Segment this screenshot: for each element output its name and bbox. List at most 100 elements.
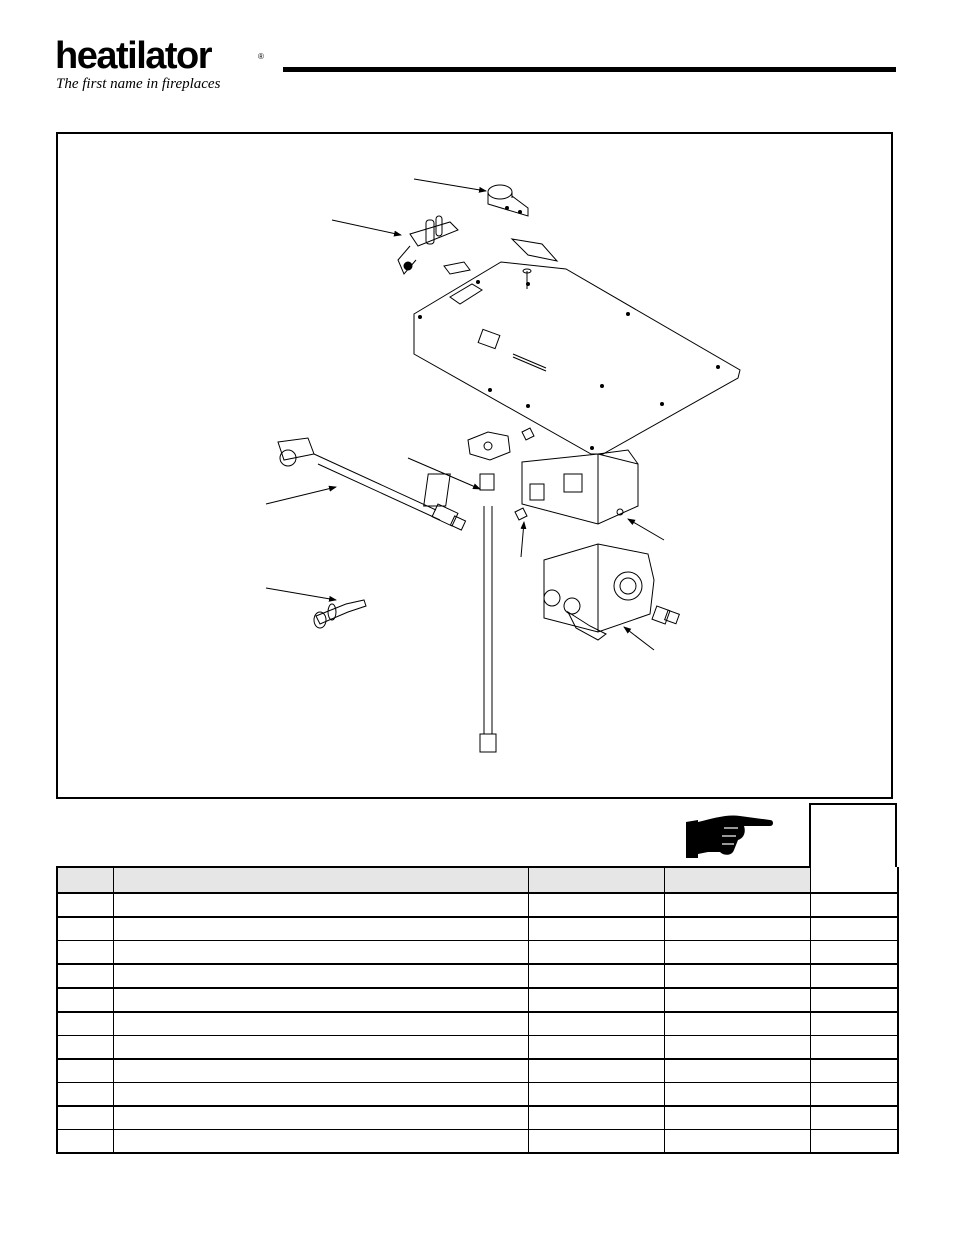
table-row (56, 916, 899, 941)
cell-part-b (663, 963, 811, 989)
cell-part-a (527, 1129, 665, 1154)
table-row (56, 1058, 899, 1083)
registered-mark: ® (258, 52, 264, 61)
cell-extra (809, 940, 899, 965)
cell-description (112, 1035, 529, 1060)
cell-description (112, 963, 529, 989)
cell-extra (809, 1035, 899, 1060)
cell-extra (809, 1082, 899, 1107)
cell-part-b (663, 1058, 811, 1083)
cell-description (112, 1011, 529, 1036)
cell-extra (809, 1011, 899, 1036)
fitting (651, 605, 680, 625)
header-rule (283, 67, 896, 72)
cell-part-a (527, 1105, 665, 1130)
leader-arrow (520, 521, 527, 558)
cell-item (56, 1082, 114, 1107)
leader-arrow (627, 518, 665, 541)
valve-bracket (521, 449, 639, 525)
col-part-b-header (663, 866, 811, 894)
cell-part-b (663, 892, 811, 918)
cell-part-a (527, 1011, 665, 1036)
pilot-plate (510, 238, 559, 262)
cell-extra (809, 916, 899, 941)
table-row (56, 892, 899, 918)
pointing-hand-icon (686, 815, 773, 858)
cell-description (112, 1082, 529, 1107)
cell-item (56, 1105, 114, 1130)
cell-item (56, 1129, 114, 1154)
cell-part-b (663, 1035, 811, 1060)
cell-extra (809, 892, 899, 918)
col-part-a-header (527, 866, 665, 894)
cell-item (56, 892, 114, 918)
cell-part-a (527, 892, 665, 918)
col-description-header (112, 866, 529, 894)
cell-extra (809, 1105, 899, 1130)
table-row (56, 1011, 899, 1036)
cell-item (56, 963, 114, 989)
elbow-fitting (521, 427, 535, 441)
cell-item (56, 1011, 114, 1036)
cell-description (112, 892, 529, 918)
cell-description (112, 1129, 529, 1154)
cell-description (112, 987, 529, 1013)
orifice (514, 507, 528, 521)
pilot-tube (423, 473, 497, 753)
cell-item (56, 1058, 114, 1083)
table-row (56, 987, 899, 1013)
cell-extra (809, 987, 899, 1013)
gas-valve (543, 543, 655, 641)
cell-description (112, 916, 529, 941)
parts-table (56, 866, 899, 1154)
table-row (56, 1129, 899, 1154)
table-body (56, 892, 899, 1154)
screw (522, 268, 532, 289)
cell-part-a (527, 1058, 665, 1083)
leader-arrow (265, 587, 337, 602)
table-row (56, 1105, 899, 1130)
cell-item (56, 940, 114, 965)
leader-arrow (413, 178, 487, 193)
cell-extra (809, 1129, 899, 1154)
col-item-header (56, 866, 114, 894)
cell-part-b (663, 1082, 811, 1107)
cell-part-b (663, 1011, 811, 1036)
cell-item (56, 916, 114, 941)
cell-part-b (663, 1129, 811, 1154)
cell-part-b (663, 940, 811, 965)
cell-part-b (663, 1105, 811, 1130)
header-side-box (809, 803, 897, 891)
leader-arrow (331, 219, 402, 237)
cell-part-a (527, 987, 665, 1013)
heatilator-logo: heatilator ® The first name in fireplace… (55, 36, 270, 96)
logo-tagline: The first name in fireplaces (56, 76, 221, 92)
table-row (56, 940, 899, 965)
cell-extra (809, 963, 899, 989)
cell-part-b (663, 987, 811, 1013)
gasket-plate (467, 431, 511, 461)
logo-wordmark: heatilator (55, 35, 213, 77)
table-row (56, 1082, 899, 1107)
shutoff-knob (313, 599, 367, 629)
cell-description (112, 940, 529, 965)
pilot-bracket (487, 184, 529, 217)
cell-description (112, 1058, 529, 1083)
cell-part-a (527, 963, 665, 989)
flex-gas-line (277, 437, 467, 531)
cell-item (56, 1035, 114, 1060)
col-extra-header (809, 867, 899, 894)
cell-description (112, 1105, 529, 1130)
cell-part-a (527, 1035, 665, 1060)
exploded-view-drawing (265, 178, 741, 753)
cell-part-a (527, 1082, 665, 1107)
leader-arrow (623, 626, 655, 651)
cell-part-a (527, 916, 665, 941)
table-row (56, 963, 899, 989)
cell-item (56, 987, 114, 1013)
parts-diagram (56, 132, 893, 799)
cell-extra (809, 1058, 899, 1083)
cell-part-b (663, 916, 811, 941)
pilot-assembly (397, 215, 471, 275)
table-row (56, 1035, 899, 1060)
